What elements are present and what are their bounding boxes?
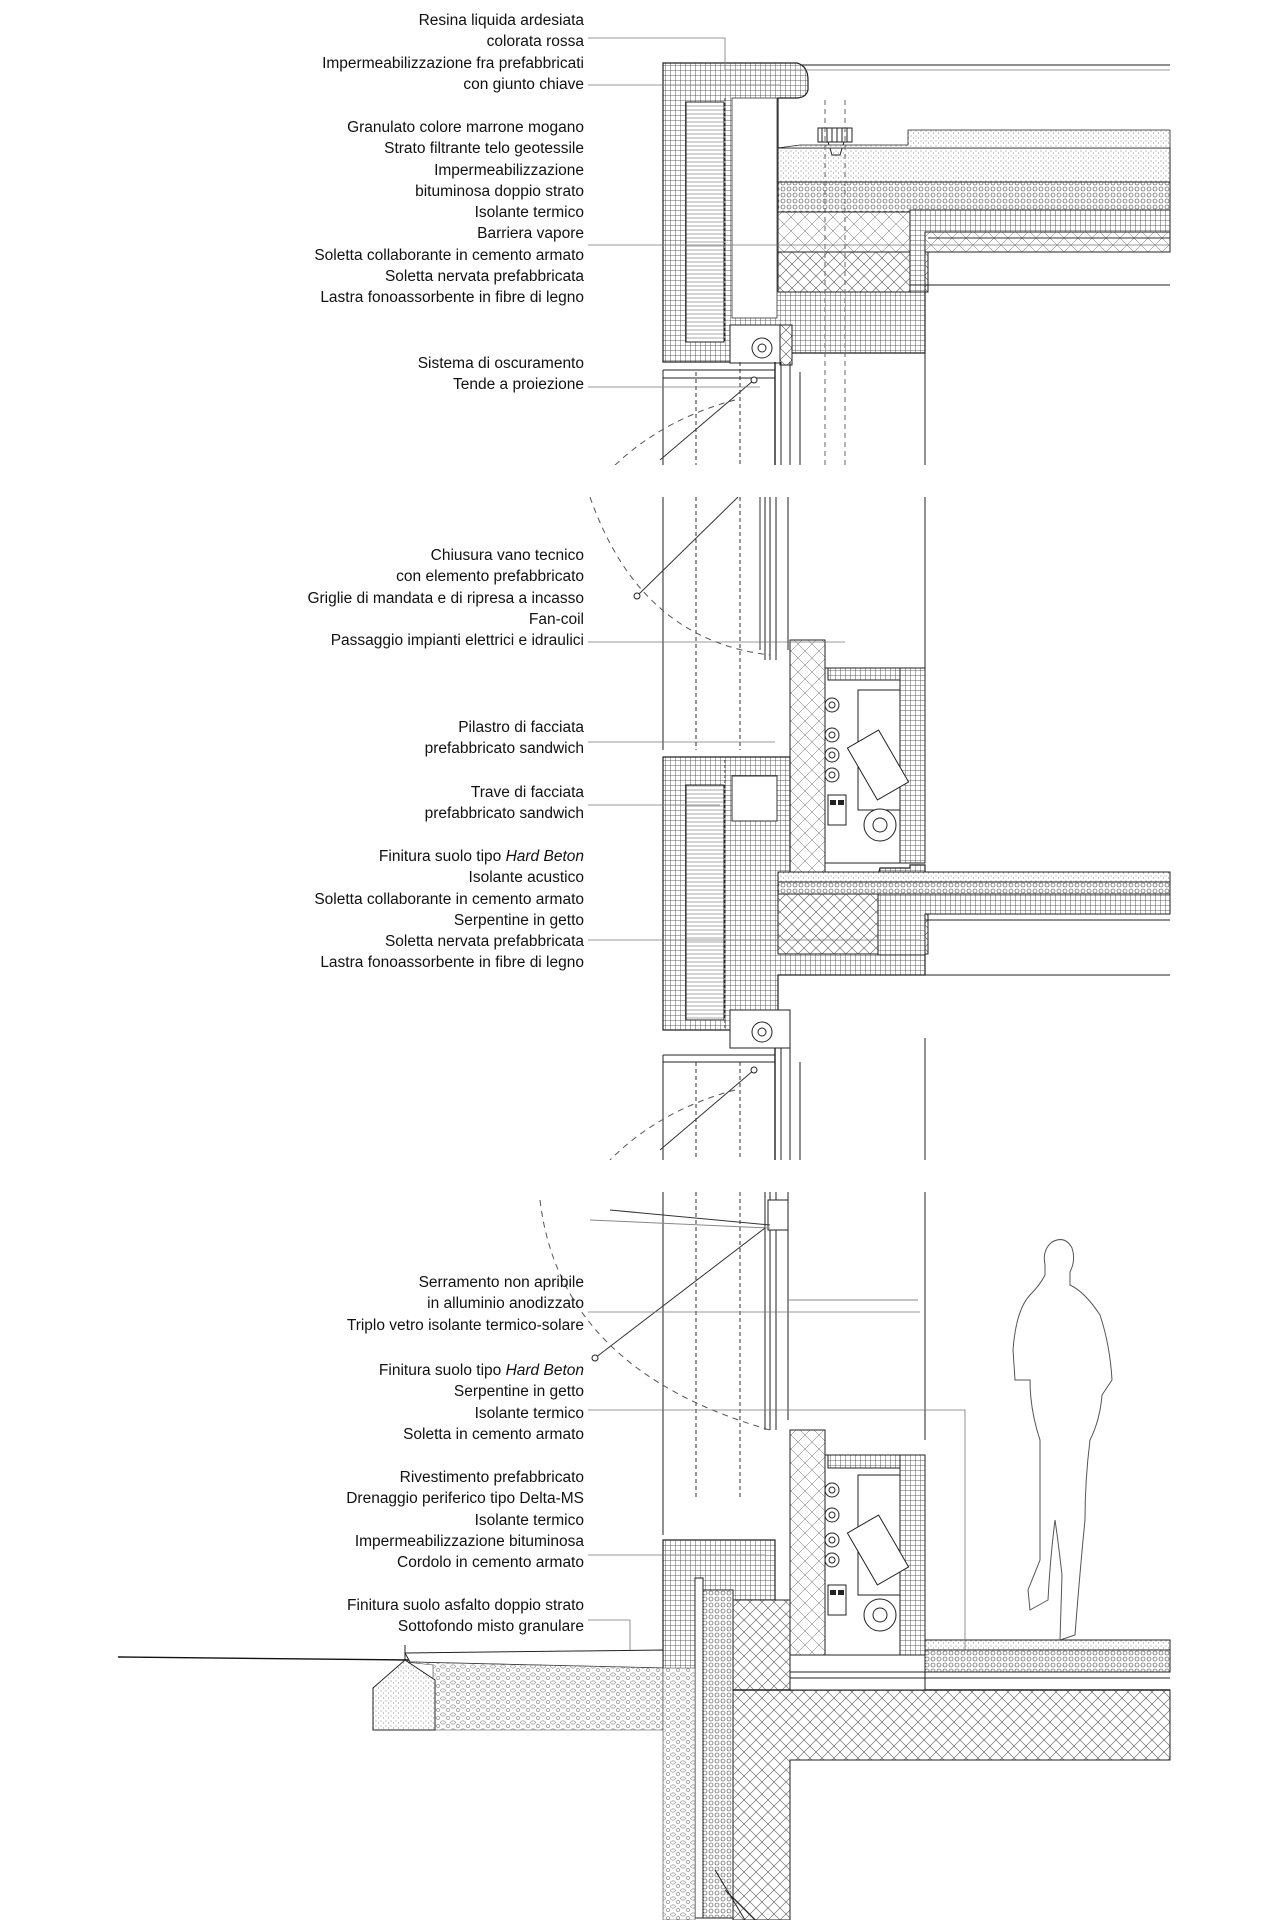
label-roof-layers: Granulato colore marrone mogano Strato f…	[314, 117, 584, 309]
label-line: Soletta in cemento armato	[403, 1425, 584, 1443]
label-italic-text: Hard Beton	[505, 848, 584, 865]
label-line: Finitura suolo tipo Hard Beton	[314, 846, 584, 867]
label-line: Granulato colore marrone mogano	[347, 119, 584, 136]
label-line: Impermeabilizzazione	[434, 161, 584, 179]
label-line: Impermeabilizzazione bituminosa	[354, 1532, 584, 1550]
label-line: Serpentine in getto	[453, 911, 584, 929]
label-line: in alluminio anodizzato	[427, 1295, 584, 1313]
label-line: Lastra fonoassorbente in fibre di legno	[320, 954, 584, 972]
label-base-cladding: Rivestimento prefabbricato Drenaggio per…	[346, 1467, 584, 1573]
label-roof-edge: Resina liquida ardesiata colorata rossa …	[322, 10, 584, 95]
label-line: Resina liquida ardesiata	[418, 12, 584, 29]
label-line: Barriera vapore	[477, 225, 584, 243]
label-line: Strato filtrante telo geotessile	[384, 140, 584, 158]
label-shading: Sistema di oscuramento Tende a proiezion…	[418, 353, 584, 396]
person-silhouette	[1012, 1239, 1113, 1641]
label-line: Lastra fonoassorbente in fibre di legno	[320, 289, 584, 307]
label-line: Soletta nervata prefabbricata	[384, 933, 584, 951]
intermediate-floor-detail	[589, 497, 1171, 1160]
label-window: Serramento non apribile in alluminio ano…	[347, 1272, 584, 1336]
label-line: Impermeabilizzazione fra prefabbricati	[322, 54, 584, 72]
label-line: con elemento prefabbricato	[396, 568, 584, 586]
label-line: Sottofondo misto granulare	[397, 1618, 584, 1636]
label-text: Finitura suolo tipo	[378, 1362, 506, 1379]
label-line: colorata rossa	[486, 33, 584, 51]
label-ground-floor: Finitura suolo tipo Hard Beton Serpentin…	[379, 1360, 584, 1445]
label-line: Isolante termico	[474, 1511, 584, 1529]
label-line: Isolante acustico	[468, 869, 584, 887]
label-line: Finitura suolo asfalto doppio strato	[347, 1597, 584, 1614]
label-italic-text: Hard Beton	[505, 1362, 584, 1379]
label-line: Cordolo in cemento armato	[397, 1554, 584, 1572]
label-line: prefabbricato sandwich	[424, 740, 584, 758]
label-line: Serramento non apribile	[418, 1274, 584, 1291]
label-line: Passaggio impianti elettrici e idraulici	[330, 632, 584, 650]
label-line: prefabbricato sandwich	[424, 805, 584, 823]
label-facade-pillar: Pilastro di facciata prefabbricato sandw…	[425, 717, 584, 760]
label-line: con giunto chiave	[463, 75, 584, 93]
label-line: Soletta collaborante in cemento armato	[314, 890, 584, 908]
ground-floor-detail	[117, 1192, 1171, 1920]
label-facade-beam: Trave di facciata prefabbricato sandwich	[425, 782, 584, 825]
label-line: Soletta collaborante in cemento armato	[314, 246, 584, 264]
label-technical-void: Chiusura vano tecnico con elemento prefa…	[307, 545, 584, 651]
label-line: bituminosa doppio strato	[415, 182, 584, 200]
label-line: Finitura suolo tipo Hard Beton	[379, 1360, 584, 1381]
label-line: Tende a proiezione	[453, 376, 584, 394]
label-line: Fan-coil	[528, 610, 584, 628]
label-intermediate-floor: Finitura suolo tipo Hard Beton Isolante …	[314, 846, 584, 974]
label-line: Trave di facciata	[470, 784, 584, 801]
label-line: Sistema di oscuramento	[417, 355, 584, 372]
label-line: Griglie di mandata e di ripresa a incass…	[307, 589, 584, 607]
label-line: Drenaggio periferico tipo Delta-MS	[346, 1490, 584, 1508]
leader-lines	[588, 37, 1170, 1650]
label-line: Isolante termico	[474, 204, 584, 222]
label-line: Isolante termico	[474, 1404, 584, 1422]
label-line: Serpentine in getto	[453, 1383, 584, 1401]
label-line: Soletta nervata prefabbricata	[384, 268, 584, 286]
roof-detail	[614, 62, 1171, 465]
label-line: Chiusura vano tecnico	[430, 547, 584, 564]
label-line: Pilastro di facciata	[458, 719, 584, 736]
label-text: Finitura suolo tipo	[378, 848, 506, 865]
label-line: Triplo vetro isolante termico-solare	[346, 1316, 584, 1334]
label-exterior-paving: Finitura suolo asfalto doppio strato Sot…	[347, 1595, 584, 1638]
label-line: Rivestimento prefabbricato	[399, 1469, 584, 1486]
